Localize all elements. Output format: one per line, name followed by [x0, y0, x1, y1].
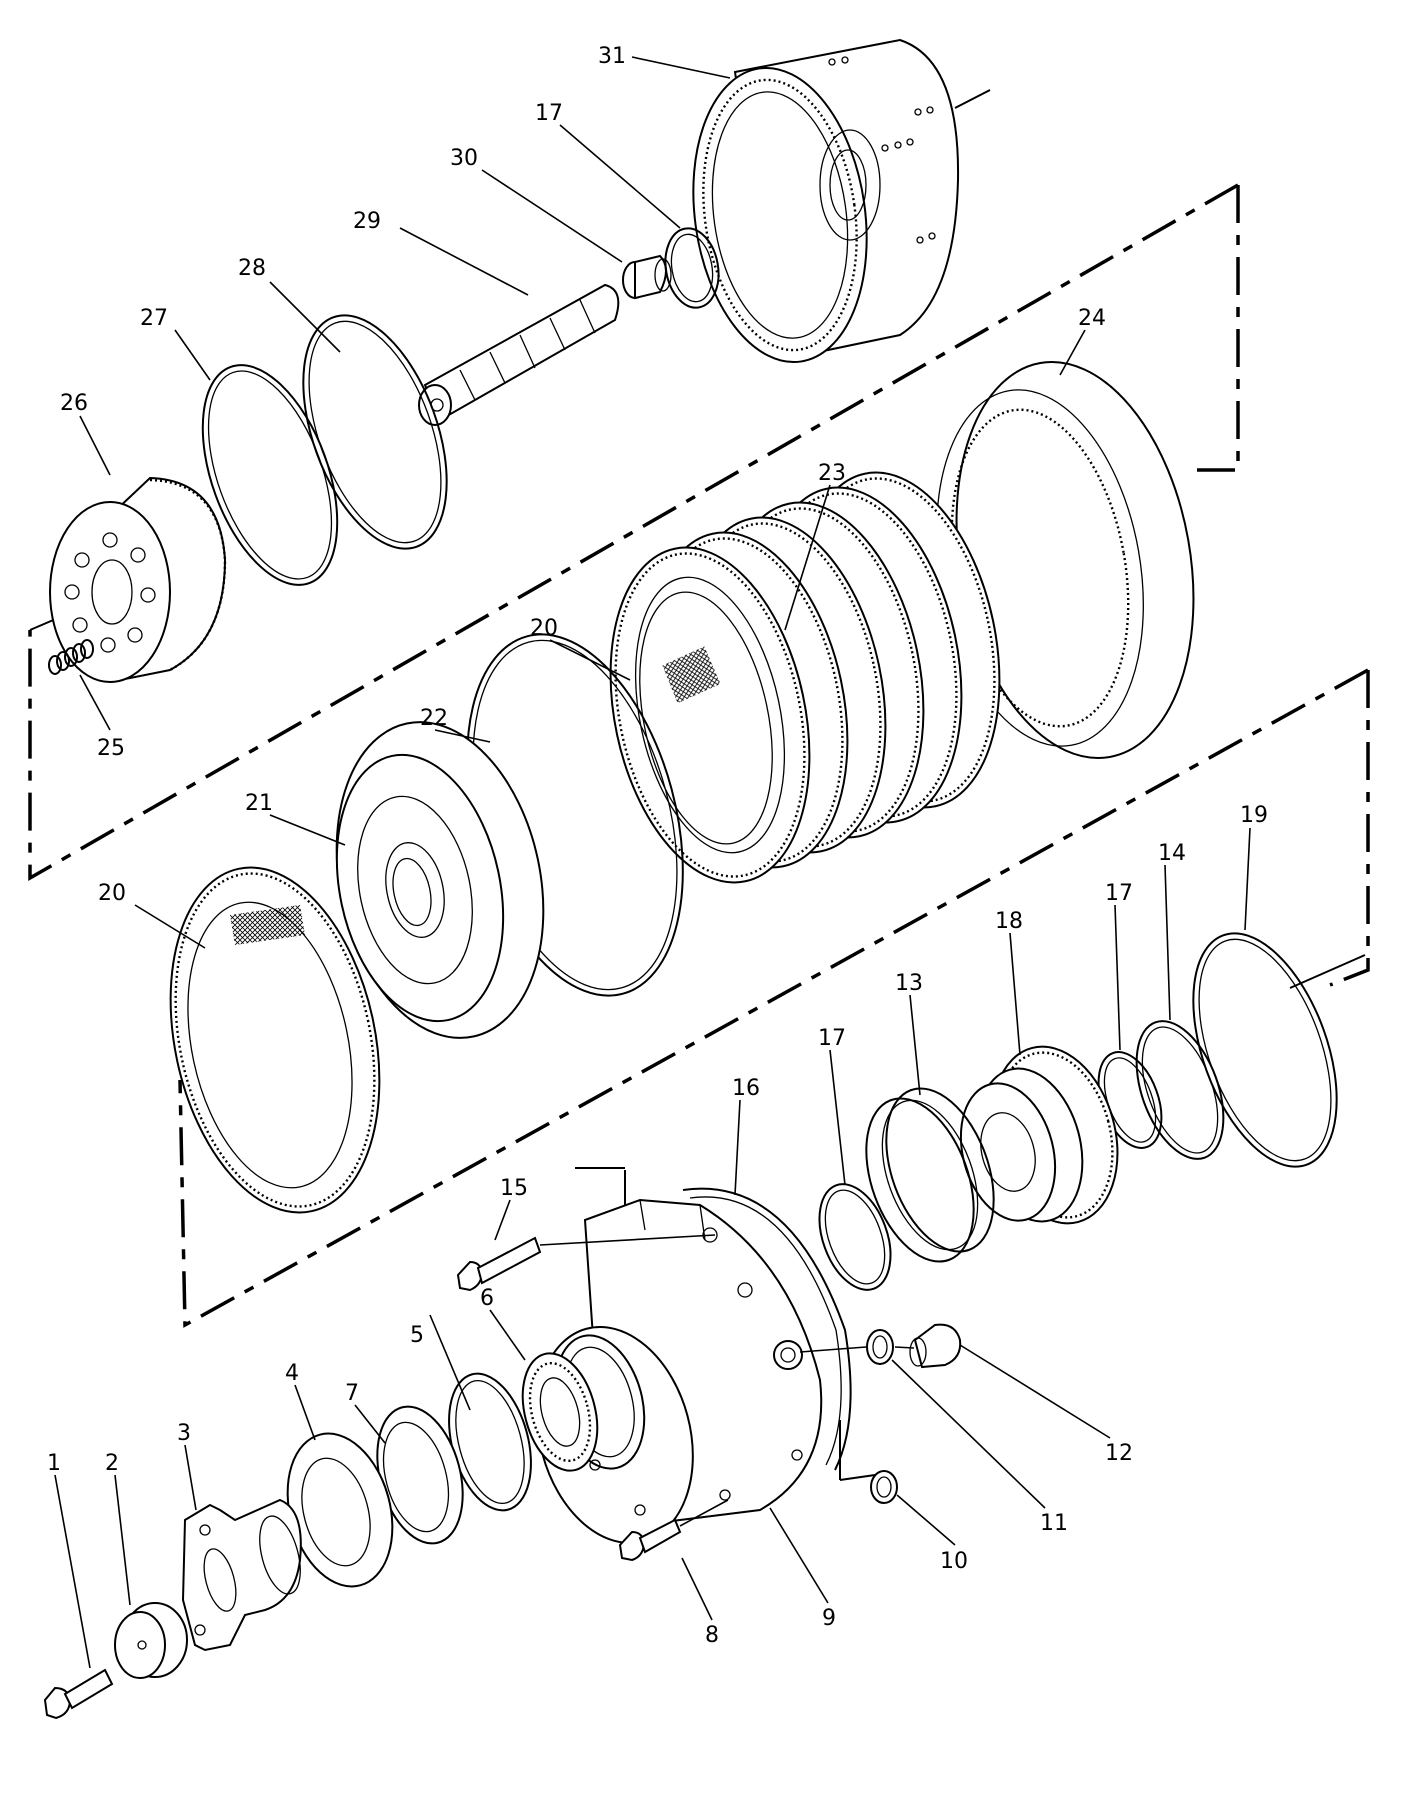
part-17-top-ring: [664, 227, 720, 309]
callout-labels: 1 2 3 4 5 6 7 8 9 10 11 12 13 14 15 16 1…: [47, 44, 1268, 1648]
callout-4: 4: [285, 1361, 299, 1386]
callout-11: 11: [1040, 1511, 1068, 1536]
callout-17-top: 17: [535, 101, 563, 126]
callout-9: 9: [822, 1606, 836, 1631]
part-31-clutch-drum: [692, 38, 960, 364]
part-25-spring: [48, 639, 94, 675]
callout-22: 22: [420, 706, 448, 731]
part-3-yoke: [181, 1498, 302, 1652]
part-6-bearing: [521, 1352, 599, 1472]
part-12-plug: [909, 1323, 962, 1369]
part-8-bolt: [618, 1499, 729, 1562]
callout-17-middle: 17: [818, 1026, 846, 1051]
part-23-disc-pack: [609, 471, 1001, 884]
callout-23: 23: [818, 461, 846, 486]
part-7-seal: [376, 1405, 464, 1545]
dash-line-middle-right: [1329, 670, 1370, 987]
dash-line-upper-right: [1195, 185, 1240, 472]
part-4-seal-cover: [286, 1432, 394, 1588]
part-13-seal-rings: [865, 1087, 995, 1263]
part-30-bushing: [622, 254, 672, 300]
callout-15: 15: [500, 1176, 528, 1201]
part-15-bolt: [456, 1234, 716, 1292]
leader-lines: [54, 56, 1251, 1669]
callout-8: 8: [705, 1623, 719, 1648]
axis-line-19: [1289, 954, 1366, 989]
callout-17-right: 17: [1105, 881, 1133, 906]
callout-14: 14: [1158, 841, 1186, 866]
callout-5: 5: [410, 1323, 424, 1348]
part-17-middle-ring: [818, 1183, 892, 1291]
part-11-washer: [866, 1329, 894, 1365]
part-2-washer: [114, 1602, 188, 1679]
part-14-ring: [1135, 1020, 1225, 1160]
axis-line-10b: [839, 1474, 876, 1481]
callout-13: 13: [895, 971, 923, 996]
axis-line-31: [954, 89, 991, 109]
callout-20-lower: 20: [98, 881, 126, 906]
part-28-ring: [302, 314, 448, 550]
callout-3: 3: [177, 1421, 191, 1446]
dash-line-upper-diagonal: [28, 183, 1239, 882]
bolt-line-11: [799, 1346, 867, 1353]
part-1-bolt: [43, 1668, 114, 1720]
callout-28: 28: [238, 256, 266, 281]
callout-12: 12: [1105, 1441, 1133, 1466]
assembly-dashed-lines: [28, 183, 1370, 1328]
callout-16: 16: [732, 1076, 760, 1101]
callout-10: 10: [940, 1549, 968, 1574]
part-29-shaft: [418, 283, 620, 426]
callout-20-upper: 20: [530, 616, 558, 641]
callout-24: 24: [1078, 306, 1106, 331]
callout-19: 19: [1240, 803, 1268, 828]
callout-30: 30: [450, 146, 478, 171]
part-21-piston: [335, 721, 545, 1039]
dash-line-middle-diagonal: [178, 668, 1369, 1328]
part-16-gasket: [682, 1187, 852, 1471]
callout-21: 21: [245, 791, 273, 816]
callout-6: 6: [480, 1286, 494, 1311]
part-10-washer: [870, 1470, 898, 1504]
callout-27: 27: [140, 306, 168, 331]
part-24-plate: [936, 361, 1195, 759]
callout-31: 31: [598, 44, 626, 69]
callout-25: 25: [97, 736, 125, 761]
callout-2: 2: [105, 1451, 119, 1476]
callout-1: 1: [47, 1451, 61, 1476]
part-18-piston-hub: [959, 1045, 1119, 1225]
callout-29: 29: [353, 209, 381, 234]
callout-26: 26: [60, 391, 88, 416]
part-20-friction-disc: [169, 866, 381, 1214]
part-27-ring: [201, 364, 339, 586]
bolt-line-12: [894, 1346, 915, 1349]
part-26-hub: [49, 476, 227, 683]
callout-7: 7: [345, 1381, 359, 1406]
callout-18: 18: [995, 909, 1023, 934]
